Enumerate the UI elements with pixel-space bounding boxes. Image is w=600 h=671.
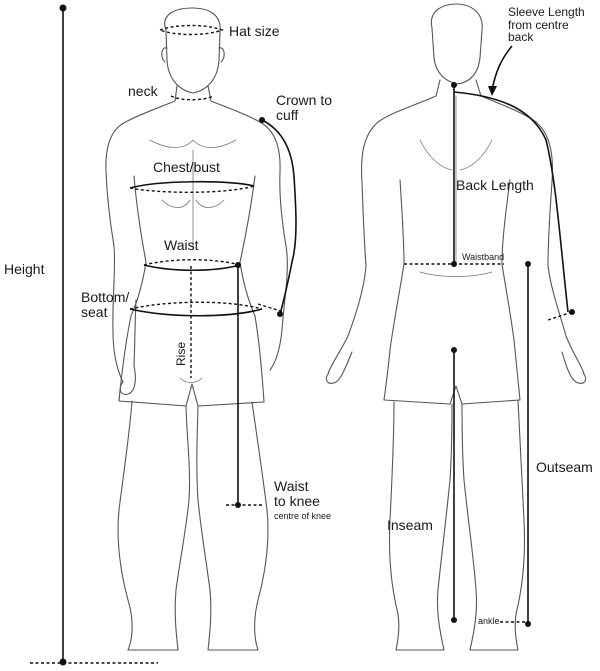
sleeve-length-label: Sleeve Length from centre back	[508, 5, 585, 45]
rise-label: Rise	[174, 341, 188, 366]
bottom-seat-label: Bottom/ seat	[81, 289, 130, 320]
crown-to-cuff-line	[261, 119, 297, 315]
outseam-label: Outseam	[536, 459, 593, 475]
inseam-label: Inseam	[387, 517, 433, 533]
seat-line	[129, 308, 263, 317]
waistband-label: Waistband	[462, 252, 505, 262]
back-figure	[325, 3, 587, 651]
back-length-label: Back Length	[456, 177, 534, 193]
hat-size-label: Hat size	[229, 23, 280, 39]
neck-label: neck	[128, 83, 158, 99]
hat-size-line	[159, 24, 224, 36]
front-figure	[105, 7, 288, 651]
waist-label: Waist	[164, 237, 199, 253]
waist-to-knee-label: Waist to knee	[274, 478, 320, 509]
crown-to-cuff-label: Crown to cuff	[276, 92, 333, 123]
waist-line	[143, 264, 241, 272]
chest-line	[129, 180, 255, 189]
neck-line	[170, 95, 214, 101]
chest-bust-label: Chest/bust	[153, 159, 220, 175]
height-label: Height	[4, 261, 45, 277]
centre-of-knee-label: centre of knee	[274, 511, 332, 521]
sleeve-length-line	[453, 91, 569, 313]
measurement-marks	[30, 4, 575, 666]
sleeve-arrow	[491, 45, 513, 91]
ankle-label: ankle	[478, 616, 500, 626]
